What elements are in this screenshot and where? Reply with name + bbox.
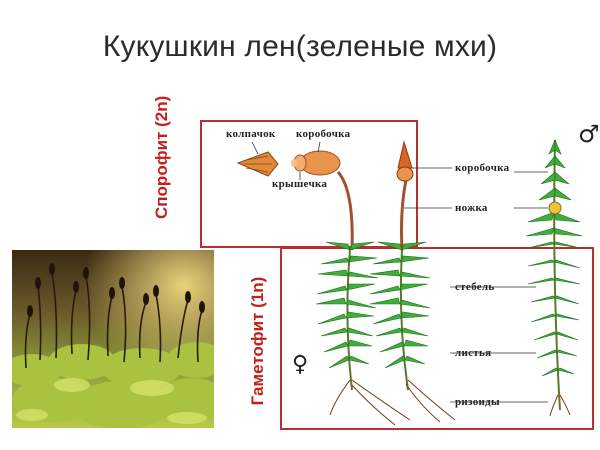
label-nozhka: ножка bbox=[455, 202, 488, 214]
capsule-with-cap bbox=[396, 140, 414, 182]
stalk-right bbox=[400, 179, 408, 251]
label-rizoidy: ризоиды bbox=[455, 396, 500, 408]
male-symbol-icon: ♂ bbox=[578, 120, 600, 148]
male-gametophyte bbox=[525, 139, 583, 417]
leader-lines bbox=[251, 141, 548, 403]
label-kryshechka: крышечка bbox=[272, 178, 328, 190]
label-stebel: стебель bbox=[455, 281, 495, 293]
page-title: Кукушкин лен(зеленые мхи) bbox=[102, 30, 498, 63]
label-kolpachok: колпачок bbox=[226, 128, 276, 140]
cap-illustration bbox=[236, 151, 279, 177]
gametophyte-plant-2 bbox=[369, 241, 456, 423]
label-listya: листья bbox=[455, 347, 492, 359]
stalk-left bbox=[336, 171, 354, 251]
label-korobochka-top: коробочка bbox=[296, 128, 351, 140]
label-korobochka-right: коробочка bbox=[455, 162, 510, 174]
capsule-illustration bbox=[291, 150, 341, 176]
moss-photo bbox=[12, 250, 214, 428]
gametophyte-frame bbox=[280, 247, 594, 430]
gametophyte-plant-1 bbox=[315, 241, 411, 426]
female-symbol-icon: ♀ bbox=[292, 352, 309, 377]
